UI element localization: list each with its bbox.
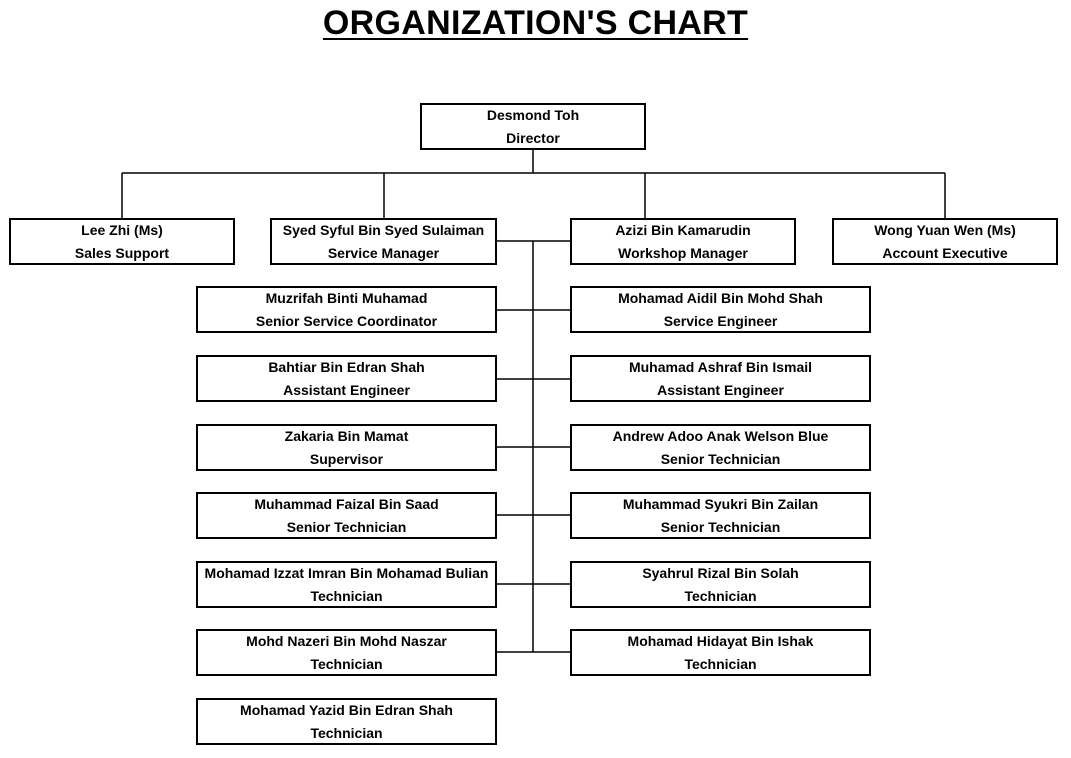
person-name: Andrew Adoo Anak Welson Blue	[612, 427, 829, 444]
person-name: Syed Syful Bin Syed Sulaiman	[282, 221, 485, 238]
person-name: Muhamad Ashraf Bin Ismail	[628, 358, 813, 375]
staff-box-right: Syahrul Rizal Bin Solah Technician	[570, 561, 871, 608]
person-role: Technician	[684, 655, 757, 672]
person-name: Desmond Toh	[486, 106, 580, 123]
person-name: Syahrul Rizal Bin Solah	[642, 564, 799, 581]
person-role: Assistant Engineer	[283, 381, 410, 398]
person-role: Workshop Manager	[618, 244, 748, 261]
staff-box-right: Mohamad Hidayat Bin Ishak Technician	[570, 629, 871, 676]
person-name: Mohamad Izzat Imran Bin Mohamad Bulian	[204, 564, 489, 581]
staff-box-left: Mohamad Yazid Bin Edran Shah Technician	[196, 698, 497, 745]
person-role: Technician	[310, 724, 383, 741]
director-box: Desmond Toh Director	[420, 103, 646, 150]
person-role: Director	[506, 129, 560, 146]
person-name: Mohamad Yazid Bin Edran Shah	[240, 701, 453, 718]
staff-box-account-executive: Wong Yuan Wen (Ms) Account Executive	[832, 218, 1058, 265]
person-role: Senior Technician	[286, 518, 407, 535]
staff-box-left: Mohd Nazeri Bin Mohd Naszar Technician	[196, 629, 497, 676]
staff-box-sales-support: Lee Zhi (Ms) Sales Support	[9, 218, 235, 265]
page-title-text: ORGANIZATION'S CHART	[322, 4, 749, 42]
person-name: Mohd Nazeri Bin Mohd Naszar	[246, 632, 447, 649]
staff-box-left: Muhammad Faizal Bin Saad Senior Technici…	[196, 492, 497, 539]
person-name: Mohamad Hidayat Bin Ishak	[627, 632, 814, 649]
person-role: Senior Service Coordinator	[255, 312, 438, 329]
person-name: Azizi Bin Kamarudin	[615, 221, 751, 238]
person-role: Service Manager	[327, 244, 440, 261]
person-role: Technician	[310, 655, 383, 672]
staff-box-left: Muzrifah Binti Muhamad Senior Service Co…	[196, 286, 497, 333]
person-name: Lee Zhi (Ms)	[81, 221, 163, 238]
person-role: Senior Technician	[660, 518, 781, 535]
staff-box-left: Bahtiar Bin Edran Shah Assistant Enginee…	[196, 355, 497, 402]
staff-box-right: Muhamad Ashraf Bin Ismail Assistant Engi…	[570, 355, 871, 402]
person-name: Zakaria Bin Mamat	[284, 427, 409, 444]
person-role: Service Engineer	[663, 312, 778, 329]
staff-box-right: Andrew Adoo Anak Welson Blue Senior Tech…	[570, 424, 871, 471]
page-title: ORGANIZATION'S CHART	[0, 4, 1071, 43]
person-role: Sales Support	[74, 244, 170, 261]
person-name: Wong Yuan Wen (Ms)	[874, 221, 1016, 238]
person-name: Bahtiar Bin Edran Shah	[268, 358, 425, 375]
person-role: Supervisor	[309, 450, 384, 467]
person-name: Mohamad Aidil Bin Mohd Shah	[618, 289, 823, 306]
person-name: Muhammad Faizal Bin Saad	[254, 495, 439, 512]
staff-box-service-manager: Syed Syful Bin Syed Sulaiman Service Man…	[270, 218, 497, 265]
person-name: Muzrifah Binti Muhamad	[265, 289, 428, 306]
person-role: Technician	[310, 587, 383, 604]
staff-box-left: Mohamad Izzat Imran Bin Mohamad Bulian T…	[196, 561, 497, 608]
person-role: Technician	[684, 587, 757, 604]
staff-box-right: Mohamad Aidil Bin Mohd Shah Service Engi…	[570, 286, 871, 333]
person-name: Muhammad Syukri Bin Zailan	[622, 495, 819, 512]
person-role: Account Executive	[882, 244, 1008, 261]
staff-box-workshop-manager: Azizi Bin Kamarudin Workshop Manager	[570, 218, 796, 265]
staff-box-right: Muhammad Syukri Bin Zailan Senior Techni…	[570, 492, 871, 539]
person-role: Senior Technician	[660, 450, 781, 467]
person-role: Assistant Engineer	[657, 381, 784, 398]
staff-box-left: Zakaria Bin Mamat Supervisor	[196, 424, 497, 471]
